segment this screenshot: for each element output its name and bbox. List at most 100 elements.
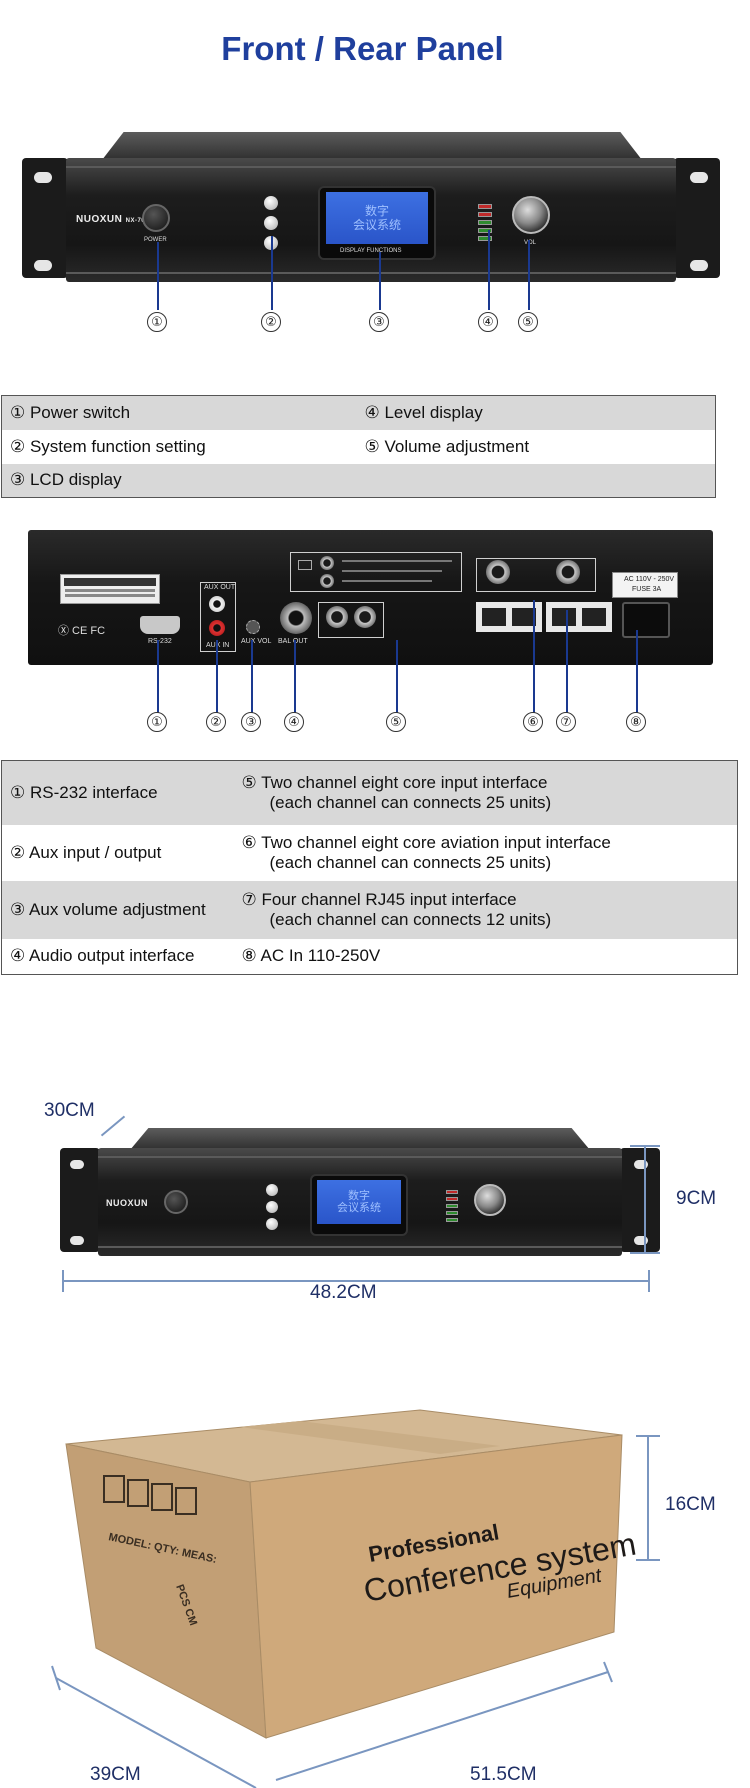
aviation-box bbox=[476, 558, 596, 592]
rear-cell-right-line2: (each channel can connects 25 units) bbox=[269, 852, 552, 872]
power-label-line1: AC 110V - 250V bbox=[624, 576, 675, 583]
ac-power-inlet[interactable] bbox=[622, 602, 670, 638]
level-display bbox=[446, 1190, 458, 1225]
front-cell: ④ Level display bbox=[356, 395, 716, 430]
function-button-1[interactable] bbox=[264, 196, 278, 210]
rear-callout-4: ④ bbox=[284, 712, 304, 732]
callout-1: ① bbox=[147, 312, 167, 332]
function-button-3[interactable] bbox=[266, 1218, 278, 1230]
fragile-icon bbox=[127, 1479, 149, 1507]
umbrella-icon bbox=[175, 1487, 197, 1515]
front-cell: ⑤ Volume adjustment bbox=[356, 429, 716, 464]
height-dimension: 9CM bbox=[676, 1188, 717, 1209]
aux-out-jack[interactable] bbox=[209, 596, 225, 612]
rear-callout-3: ③ bbox=[241, 712, 261, 732]
level-display bbox=[478, 204, 492, 244]
rj45-port-4[interactable] bbox=[582, 608, 606, 626]
front-cell: ③ LCD display bbox=[1, 463, 357, 498]
lcd-text-line1: 数字 bbox=[364, 204, 389, 218]
rear-cell-right-line2: (each channel can connects 25 units) bbox=[269, 792, 552, 812]
lcd-text-line2: 会议系统 bbox=[337, 1202, 381, 1214]
dimension-device: NUOXUN 数字 会议系统 bbox=[60, 1128, 660, 1268]
power-label-line2: FUSE 3A bbox=[632, 586, 662, 593]
rear-cell-right-line1: ⑤ Two channel eight core input interface bbox=[241, 772, 548, 792]
depth-dimension: 30CM bbox=[44, 1100, 95, 1121]
rear-callout-7: ⑦ bbox=[556, 712, 576, 732]
width-dimension: 48.2CM bbox=[310, 1282, 377, 1303]
power-label: POWER bbox=[144, 237, 167, 243]
rear-cell-right-line2: (each channel can connects 12 units) bbox=[269, 909, 552, 929]
aviation-port-1[interactable] bbox=[486, 560, 510, 584]
volume-knob[interactable] bbox=[474, 1184, 506, 1216]
bal-out-xlr[interactable] bbox=[280, 602, 312, 634]
rear-cell-right-line1: ⑥ Two channel eight core aviation input … bbox=[241, 832, 611, 852]
brand-text: NUOXUN bbox=[106, 1198, 149, 1208]
rear-cell-left: ④ Audio output interface bbox=[1, 938, 234, 975]
rear-cell-right: ⑤ Two channel eight core input interface… bbox=[233, 760, 738, 825]
rj45-port-3[interactable] bbox=[552, 608, 576, 626]
aux-vol-knob[interactable] bbox=[246, 620, 260, 634]
rear-cell-right-line1: ⑦ Four channel RJ45 input interface bbox=[241, 889, 517, 909]
rj45-port-1[interactable] bbox=[482, 608, 506, 626]
function-button-2[interactable] bbox=[264, 216, 278, 230]
callout-5: ⑤ bbox=[518, 312, 538, 332]
rear-callout-2: ② bbox=[206, 712, 226, 732]
aux-box bbox=[200, 582, 236, 652]
aux-vol-label: AUX VOL bbox=[241, 638, 272, 645]
volume-knob[interactable] bbox=[512, 196, 550, 234]
callout-3: ③ bbox=[369, 312, 389, 332]
lcd-text-line1: 数字 bbox=[348, 1190, 370, 1202]
rear-cell-right: ⑧ AC In 110-250V bbox=[233, 938, 738, 975]
front-panel-device: NUOXUN NX-7000M POWER 数字 会议系统 DISPLAY FU… bbox=[22, 132, 722, 302]
carton-width-dimension: 51.5CM bbox=[470, 1764, 537, 1785]
this-side-up-icon bbox=[103, 1475, 125, 1503]
cert-marks: Ⓧ CE FC bbox=[58, 625, 106, 637]
aux-out-label: AUX OUT bbox=[204, 584, 236, 591]
model-text: NX-7000M bbox=[126, 218, 159, 224]
aviation-port-2[interactable] bbox=[556, 560, 580, 584]
rear-cell-left: ① RS-232 interface bbox=[1, 760, 234, 825]
rear-cell-right: ⑦ Four channel RJ45 input interface(each… bbox=[233, 880, 738, 939]
callout-2: ② bbox=[261, 312, 281, 332]
power-switch[interactable] bbox=[164, 1190, 188, 1214]
eight-core-box bbox=[318, 602, 384, 638]
carton-box: MODEL: QTY: MEAS: PCS CM Professional Co… bbox=[51, 1409, 716, 1788]
rj45-port-2[interactable] bbox=[512, 608, 536, 626]
lcd-screen: 数字 会议系统 bbox=[326, 192, 428, 244]
rs232-label: RS-232 bbox=[148, 638, 172, 645]
power-label-box bbox=[612, 572, 678, 598]
front-panel-table: ① Power switch ④ Level display ② System … bbox=[1, 395, 716, 498]
bal-out-label: BAL OUT bbox=[278, 638, 308, 645]
power-switch[interactable] bbox=[142, 204, 170, 232]
keep-dry-icon bbox=[151, 1483, 173, 1511]
front-cell: ② System function setting bbox=[1, 429, 357, 464]
rear-panel-device: Ⓧ CE FC RS-232 AUX OUT AUX IN AUX VOL BA… bbox=[28, 530, 713, 665]
brand-logo: NUOXUN NX-7000M bbox=[76, 214, 158, 225]
wiring-diagram bbox=[290, 552, 462, 592]
rear-cell-right: ⑥ Two channel eight core aviation input … bbox=[233, 824, 738, 881]
eight-core-port-2[interactable] bbox=[354, 606, 376, 628]
lcd-caption: DISPLAY FUNCTIONS bbox=[340, 248, 402, 254]
front-cell bbox=[356, 463, 716, 498]
rear-cell-left: ② Aux input / output bbox=[1, 824, 234, 881]
eight-core-port-1[interactable] bbox=[326, 606, 348, 628]
vol-label: VOL bbox=[524, 240, 537, 246]
lcd-text-line2: 会议系统 bbox=[352, 218, 401, 232]
function-button-1[interactable] bbox=[266, 1184, 278, 1196]
brand-text: NUOXUN bbox=[76, 214, 123, 225]
rear-callout-5: ⑤ bbox=[386, 712, 406, 732]
page-title: Front / Rear Panel bbox=[221, 30, 504, 67]
rear-panel-table: ① RS-232 interface ⑤ Two channel eight c… bbox=[1, 760, 738, 975]
front-cell: ① Power switch bbox=[1, 395, 357, 430]
rear-callout-6: ⑥ bbox=[523, 712, 543, 732]
function-button-2[interactable] bbox=[266, 1201, 278, 1213]
carton-height-dimension: 16CM bbox=[665, 1494, 716, 1515]
callout-4: ④ bbox=[478, 312, 498, 332]
rear-cell-left: ③ Aux volume adjustment bbox=[1, 880, 234, 939]
rear-callout-8: ⑧ bbox=[626, 712, 646, 732]
lcd-screen: 数字 会议系统 bbox=[317, 1180, 401, 1224]
rear-callout-1: ① bbox=[147, 712, 167, 732]
rs232-port[interactable] bbox=[140, 616, 180, 634]
aux-in-jack[interactable] bbox=[209, 620, 225, 636]
warning-label bbox=[60, 574, 160, 604]
